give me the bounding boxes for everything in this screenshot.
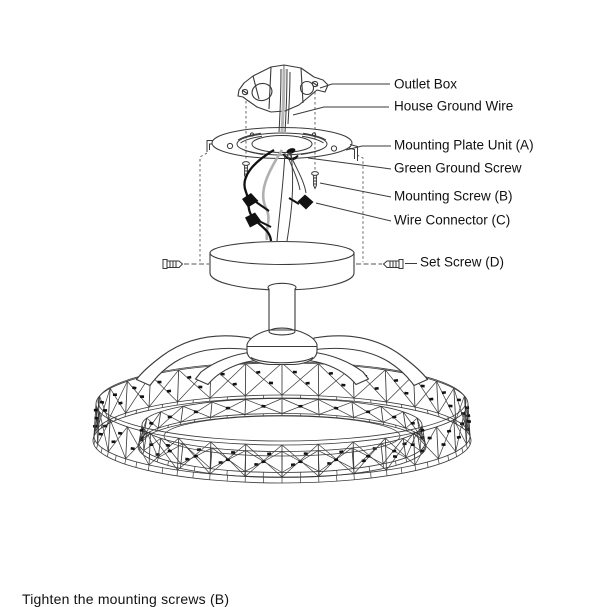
label-mounting-screw: Mounting Screw (B) <box>394 189 513 204</box>
cropped-caption-line: Tighten the mounting screws (B) <box>22 591 229 607</box>
hub-drawing <box>247 328 317 364</box>
label-green-ground-screw: Green Ground Screw <box>394 161 522 176</box>
label-house-ground-wire: House Ground Wire <box>394 99 513 114</box>
set-screw-left-glyph <box>163 260 183 269</box>
wire-connectors-drawing <box>242 193 314 228</box>
label-mounting-plate-unit: Mounting Plate Unit (A) <box>394 138 534 153</box>
label-outlet-box: Outlet Box <box>394 77 457 92</box>
fixture-wires <box>244 150 306 241</box>
label-wire-connector: Wire Connector (C) <box>394 213 510 228</box>
canopy-drawing <box>210 242 354 292</box>
label-set-screw: Set Screw (D) <box>420 255 504 270</box>
set-screw-right-glyph <box>384 260 404 269</box>
part-labels: Outlet Box House Ground Wire Mounting Pl… <box>394 77 534 270</box>
mounting-plate-drawing <box>207 128 358 162</box>
stem-drawing <box>269 289 295 331</box>
